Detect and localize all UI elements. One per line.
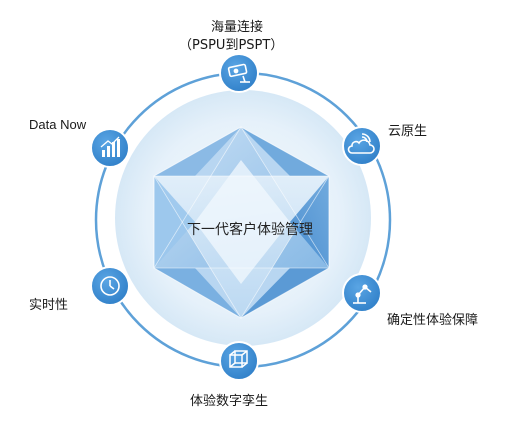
node-twin <box>219 341 259 381</box>
label-realtime: 实时性 <box>29 298 69 313</box>
label-data: Data Now <box>29 117 87 132</box>
node-data <box>90 128 130 168</box>
bar-chart-icon <box>100 136 120 157</box>
center-label: 下一代客户体验管理 <box>187 222 313 238</box>
camera-icon <box>227 63 250 83</box>
cube-icon <box>229 350 248 368</box>
robot-arm-icon <box>353 284 372 304</box>
cloud-wifi-icon <box>347 133 375 154</box>
label-assurance: 确定性体验保障 <box>387 313 479 328</box>
node-assurance <box>342 273 382 313</box>
label-connect-line2: （PSPU到PSPT） <box>179 38 284 53</box>
clock-icon <box>100 276 120 296</box>
node-cloud <box>342 126 382 166</box>
node-connect <box>219 53 259 93</box>
label-twin: 体验数字孪生 <box>190 394 269 409</box>
label-cloud: 云原生 <box>388 124 428 139</box>
label-connect-line1: 海量连接 <box>211 20 264 35</box>
crystal-shape <box>153 126 330 319</box>
node-realtime <box>90 266 130 306</box>
